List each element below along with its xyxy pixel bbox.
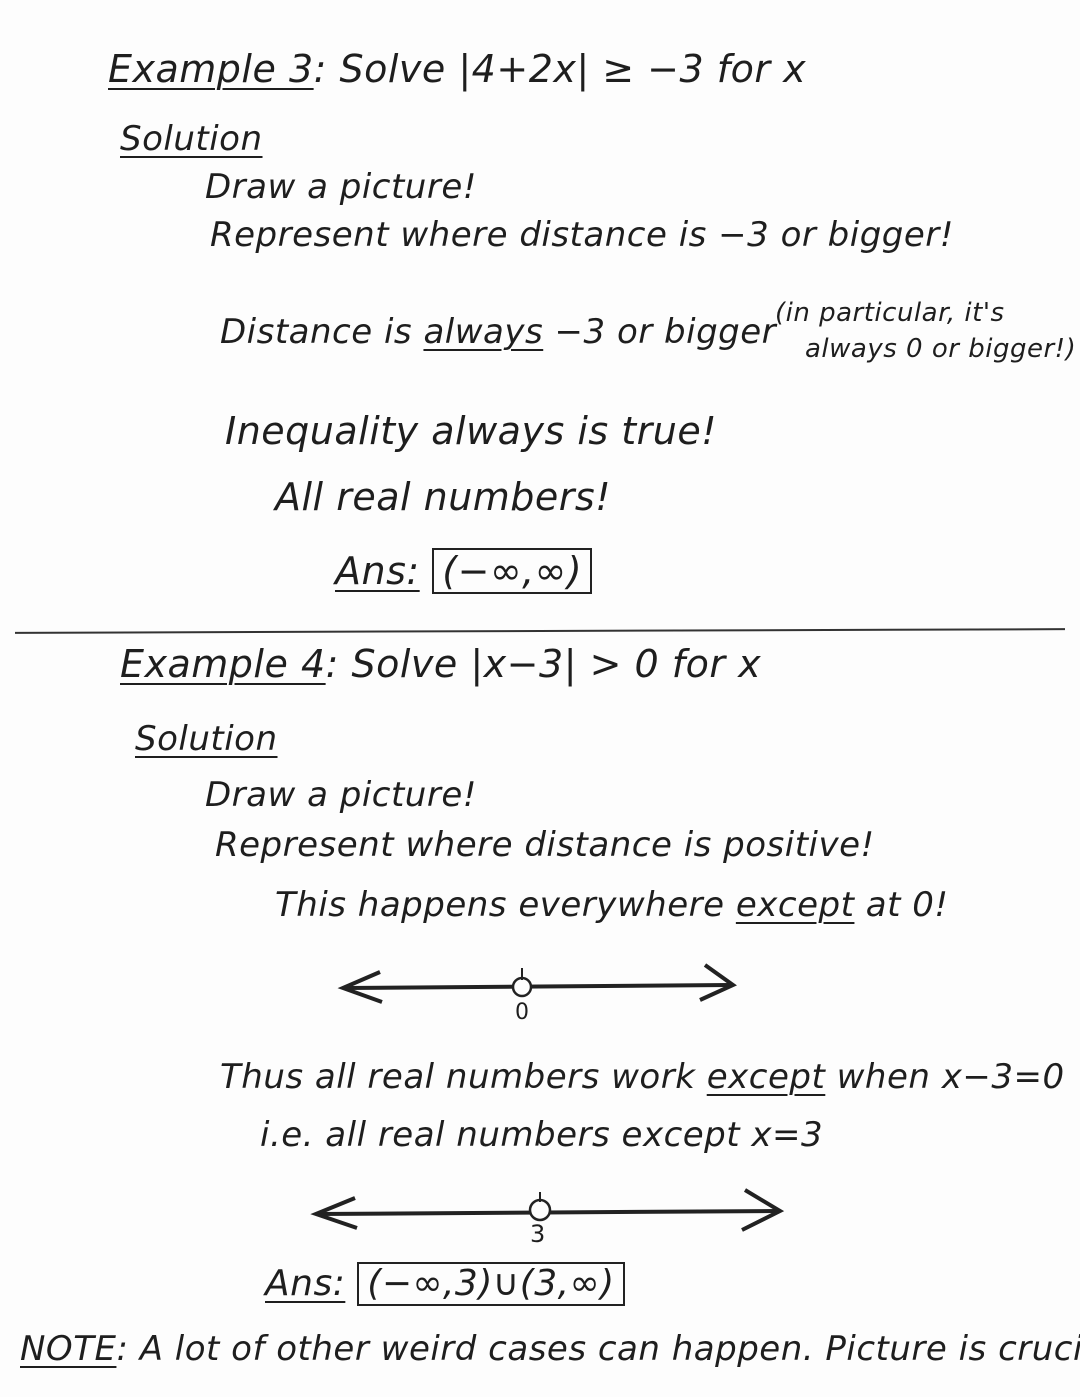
text: This happens everywhere <box>275 885 736 925</box>
numberline2-label: 3 <box>530 1220 546 1248</box>
emphasis: except <box>735 885 855 925</box>
open-circle-0 <box>511 976 533 998</box>
note-label: NOTE <box>20 1329 117 1369</box>
emphasis: except <box>706 1057 826 1097</box>
example3-solution-label: Solution <box>120 119 263 159</box>
numberline-2 <box>310 1188 785 1232</box>
note-text: : A lot of other weird cases can happen.… <box>116 1329 1080 1369</box>
example3-observation: Distance is always −3 or bigger <box>220 315 776 349</box>
example4-step1: Draw a picture! <box>205 775 477 815</box>
example4-step3: This happens everywhere except at 0! <box>275 888 948 922</box>
example4-answer: Ans: (−∞,3)∪(3,∞) <box>265 1262 625 1306</box>
example4-thus: Thus all real numbers work except when x… <box>220 1060 1065 1094</box>
text: at 0! <box>854 885 949 925</box>
example4-heading: Example 4: Solve |x−3| > 0 for x <box>120 645 761 683</box>
example4-problem: : Solve |x−3| > 0 for x <box>325 642 762 686</box>
example3-label: Example 3 <box>108 47 314 91</box>
example3-problem: : Solve |4+2x| ≥ −3 for x <box>313 47 807 91</box>
text: −3 or bigger <box>543 312 777 352</box>
text: Distance is <box>220 312 424 352</box>
example4-solution-label: Solution <box>135 719 278 759</box>
answer-box: (−∞,∞) <box>432 548 593 594</box>
example4-label: Example 4 <box>120 642 326 686</box>
example4-ie: i.e. all real numbers except x=3 <box>260 1115 824 1155</box>
numberline1-label: 0 <box>515 1000 530 1025</box>
example3-aside-line2: always 0 or bigger!) <box>805 334 1077 364</box>
example3-answer: Ans: (−∞,∞) <box>335 548 593 594</box>
note: NOTE: A lot of other weird cases can hap… <box>20 1332 1080 1366</box>
example3-aside-line1: (in particular, it's <box>775 298 1005 328</box>
example3-step1: Draw a picture! <box>205 167 477 207</box>
example4-step2: Represent where distance is positive! <box>215 825 875 865</box>
numberline-1 <box>337 963 737 1004</box>
example3-heading: Example 3: Solve |4+2x| ≥ −3 for x <box>108 50 806 88</box>
emphasis: always <box>423 312 544 352</box>
open-circle-3 <box>528 1198 552 1222</box>
text: Thus all real numbers work <box>220 1057 707 1097</box>
example3-step2: Represent where distance is −3 or bigger… <box>210 215 954 255</box>
answer-box: (−∞,3)∪(3,∞) <box>357 1262 625 1306</box>
example3-conclusion2: All real numbers! <box>275 475 611 519</box>
ans-label: Ans: <box>265 1263 346 1304</box>
ans-label: Ans: <box>335 549 420 593</box>
text: when x−3=0 <box>825 1057 1065 1097</box>
example3-conclusion1: Inequality always is true! <box>225 409 717 453</box>
